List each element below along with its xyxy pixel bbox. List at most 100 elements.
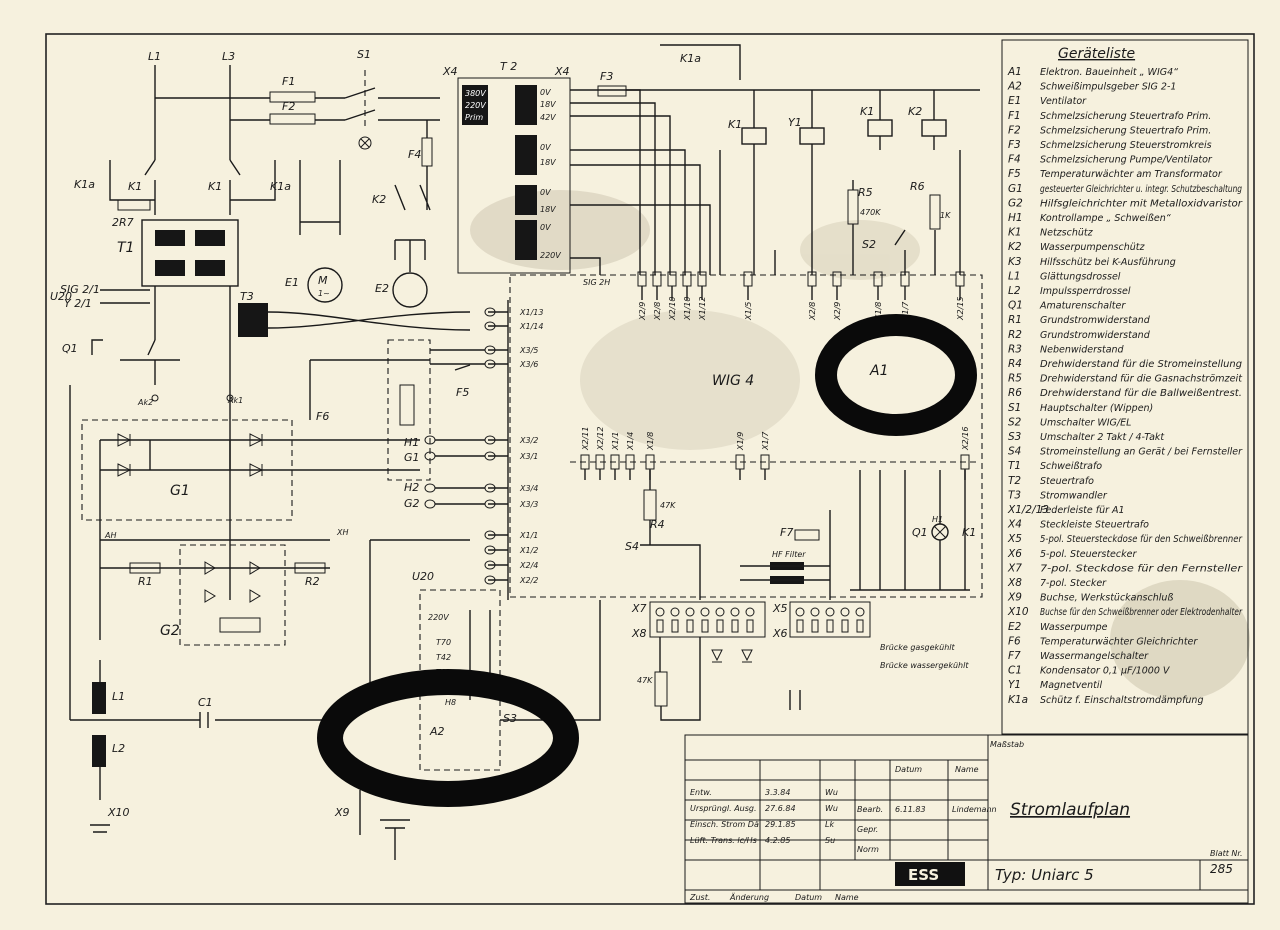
connector-label: X3/3: [519, 500, 538, 509]
pin-x7: [745, 607, 755, 617]
label-S3: S3: [503, 712, 517, 725]
label-X4-right: X4: [554, 65, 570, 78]
terminal-lower-label: X1/4: [626, 432, 635, 451]
revision-sign: Wu: [825, 804, 838, 813]
motor-E1: [307, 267, 343, 303]
tap-18V-c: 18V: [540, 205, 556, 214]
label-M-sub: 1~: [318, 289, 330, 298]
title-bearb-name: Lindemann: [952, 805, 997, 814]
label-SIG21: SIG 2/1: [60, 283, 100, 296]
title-gepr: Gepr.: [857, 825, 878, 834]
revision-text: Lüft. Trans. lc/Hs: [690, 836, 757, 845]
label-R2: R2: [305, 575, 320, 588]
tap-0V-c: 0V: [540, 188, 551, 197]
label-R6: R6: [910, 180, 925, 193]
label-X5: X5: [772, 602, 788, 615]
legend-code: R2: [1008, 329, 1022, 341]
label-A1: A1: [869, 363, 888, 379]
legend-code: A2: [1007, 81, 1022, 93]
terminal-upper-label: X2/9: [638, 302, 647, 321]
connector-label: X3/4: [519, 484, 538, 493]
legend-code: E2: [1008, 621, 1022, 633]
legend-code: K1a: [1008, 694, 1028, 706]
legend-code: C1: [1008, 665, 1022, 677]
revision-date: 3.3.84: [765, 788, 790, 797]
legend-text: Drehwiderstand für die Stromeinstellung: [1040, 359, 1242, 370]
legend-code: K2: [1008, 241, 1022, 253]
terminal-upper-label: X1/12: [698, 297, 707, 321]
label-U20: U20: [50, 290, 72, 303]
terminal-upper-label: X2/8: [653, 302, 662, 321]
label-F1: F1: [282, 75, 295, 88]
legend-code: Y1: [1008, 679, 1021, 691]
label-F6: F6: [316, 410, 329, 423]
label-H8: H8: [445, 698, 456, 707]
tap-0V-b: 0V: [540, 143, 551, 152]
pilot-lamp-symbol: [358, 136, 372, 150]
legend-code: E1: [1008, 95, 1021, 107]
pin-x5: [810, 607, 820, 617]
label-F5: F5: [456, 386, 469, 399]
terminal-upper-label: X1/5: [744, 302, 753, 321]
label-Ak2: Ak2: [137, 398, 153, 407]
connector-pin: [484, 321, 496, 331]
company-logo-text: ESS: [908, 866, 939, 884]
legend-text: Drehwiderstand für die Ballweißentrest.: [1040, 388, 1242, 399]
legend-text: Stromeinstellung an Gerät / bei Fernstel…: [1040, 447, 1243, 458]
revision-sign: Lk: [825, 820, 834, 829]
transformer-T2-box: [457, 77, 571, 274]
label-R4: R4: [650, 518, 665, 531]
legend-code: T1: [1008, 460, 1021, 472]
pump-E2: [392, 272, 428, 308]
legend-text: Steckleiste Steuertrafo: [1040, 520, 1149, 531]
title-blatt: Blatt Nr.: [1210, 849, 1243, 858]
label-R5: R5: [858, 186, 873, 199]
terminal-lower-label: X2/16: [961, 427, 970, 451]
pin-x8: [701, 619, 709, 633]
legend-text: Temperaturwächter am Transformator: [1040, 169, 1223, 180]
label-A2: A2: [429, 725, 445, 738]
connector-label: X2/4: [519, 561, 538, 570]
label-XH: XH: [336, 528, 349, 537]
label-T3: T3: [240, 290, 254, 303]
legend-code: X6: [1007, 548, 1022, 560]
legend-code: K1: [1008, 227, 1022, 239]
legend-code: R4: [1008, 358, 1022, 370]
pin-x7: [730, 607, 740, 617]
revision-sign: Wu: [825, 788, 838, 797]
pulse-generator-section: U20 220V T70 T42 T9 H8 A2 S3: [369, 539, 601, 771]
tap-42V: 42V: [540, 113, 556, 122]
legend-code: X9: [1007, 592, 1022, 604]
legend-text: Temperaturwächter Gleichrichter: [1040, 636, 1198, 647]
label-K1-right: K1: [208, 180, 222, 193]
connector-pin: [484, 560, 496, 570]
legend-text: gesteuerter Gleichrichter u. integr. Sch…: [1040, 184, 1242, 195]
title-blatt-no: 285: [1210, 862, 1233, 876]
label-R5-value: 470K: [860, 208, 881, 217]
pin-x6: [826, 619, 834, 633]
pin-x8: [731, 619, 739, 633]
label-G2: G2: [160, 623, 180, 639]
redaction-marks: [317, 314, 977, 807]
legend-text: Buchse, Werkstückanschluß: [1040, 593, 1173, 604]
pin-x7: [715, 607, 725, 617]
legend-code: R1: [1008, 314, 1022, 326]
label-Y21: Y 2/1: [64, 297, 92, 310]
pin-x6: [796, 619, 804, 633]
connector-X7-X8: [649, 601, 766, 638]
legend-code: Q1: [1008, 300, 1023, 312]
choke-L1: [92, 682, 106, 714]
revision-text: Einsch. Strom Dä.: [690, 820, 761, 829]
terminal-upper-label: X1/8: [874, 302, 883, 321]
legend-text: Drehwiderstand für die Gasnachströmzeit: [1040, 374, 1243, 385]
label-F2: F2: [282, 100, 295, 113]
connector-X5-X6: [789, 601, 871, 638]
transformer-T1: [141, 219, 239, 287]
tap-0V-a: 0V: [540, 88, 551, 97]
legend-text: Schmelzsicherung Steuertrafo Prim.: [1040, 111, 1211, 122]
legend-text: 5-pol. Steuersteckdose für den Schweißbr…: [1040, 534, 1243, 545]
module-A1-boundary: [509, 274, 983, 598]
legend-text: Hilfsgleichrichter mit Metalloxidvaristo…: [1040, 198, 1243, 209]
